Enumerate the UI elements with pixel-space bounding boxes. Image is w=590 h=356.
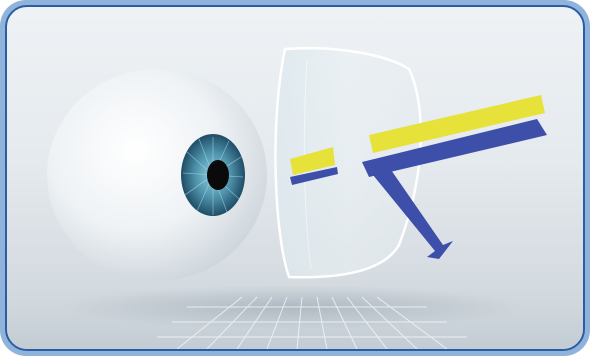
illustration-canvas [7,7,583,349]
illustration-panel [5,5,585,351]
pupil [207,160,229,190]
